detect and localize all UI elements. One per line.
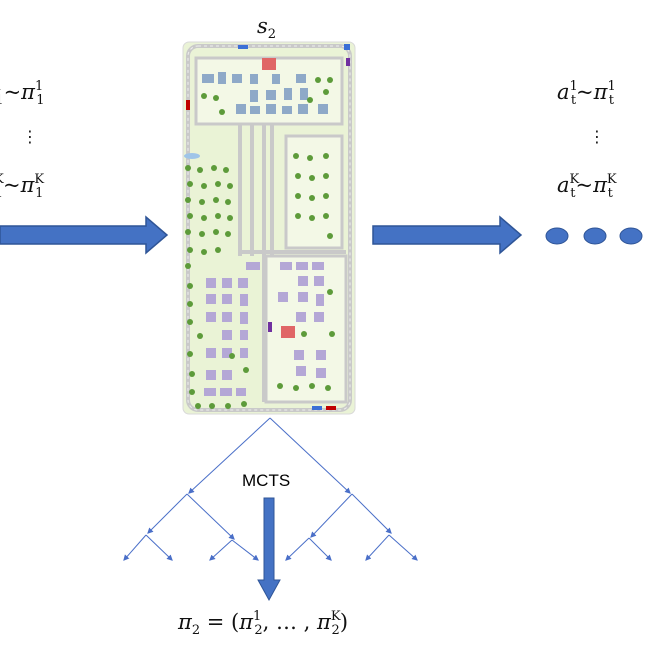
right-last-sup-pi: K xyxy=(606,172,617,187)
left-first-tilde: ~ xyxy=(3,80,22,104)
left-last-sub-pi: 1 xyxy=(35,186,44,201)
forward-arrow-icon xyxy=(0,215,169,255)
left-first-sub-pi: 1 xyxy=(36,93,45,108)
eq-mid: , … , xyxy=(262,610,317,634)
left-first-sup-pi: 1 xyxy=(34,79,44,94)
state-sub: 2 xyxy=(267,27,277,42)
eq-term2-sup: K xyxy=(330,609,341,624)
eq-term1-sup: 1 xyxy=(253,609,262,624)
forward-arrow-icon xyxy=(372,215,523,255)
right-last-sub-pi: t xyxy=(607,186,613,201)
right-last-tilde: ~ xyxy=(575,173,594,197)
ellipsis-dots-icon xyxy=(545,227,643,245)
left-vdots: ⋮ xyxy=(22,127,38,146)
right-first-tilde: ~ xyxy=(576,80,594,104)
right-action-last: aKt~πKt xyxy=(557,172,617,201)
eq-close: ) xyxy=(339,610,349,634)
mcts-label: MCTS xyxy=(242,471,290,490)
eq-equals: = ( xyxy=(200,610,240,634)
eq-lhs-sub: 2 xyxy=(191,623,201,638)
right-first-pi: π xyxy=(593,80,608,104)
left-action-last: K1~πK1 xyxy=(0,172,45,201)
left-first-sup-a: 1 xyxy=(0,79,2,94)
left-first-pi: π xyxy=(21,80,35,104)
right-last-a: a xyxy=(557,173,570,197)
state-label: s2 xyxy=(257,14,276,42)
left-last-tilde: ~ xyxy=(3,173,21,197)
left-last-sub-a: 1 xyxy=(0,186,3,201)
right-first-sup-pi: 1 xyxy=(607,79,616,94)
left-last-sup-a: K xyxy=(0,172,4,187)
right-first-sub-pi: t xyxy=(608,93,614,108)
eq-term1-sub: 2 xyxy=(254,623,263,638)
left-first-sub-a: 1 xyxy=(0,93,4,108)
left-action-first: 11~π11 xyxy=(0,79,45,108)
right-action-first: a1t~π1t xyxy=(557,79,616,108)
right-first-a: a xyxy=(557,80,570,104)
right-last-sub-a: t xyxy=(570,186,576,201)
right-last-pi: π xyxy=(593,173,607,197)
mcts-tree xyxy=(123,417,418,561)
train-map-image xyxy=(182,41,356,415)
down-arrow-icon xyxy=(257,497,281,602)
left-last-sup-pi: K xyxy=(34,172,45,187)
right-vdots: ⋮ xyxy=(589,127,605,146)
state-base: s xyxy=(257,14,268,38)
right-last-sup-a: K xyxy=(569,172,580,187)
eq-lhs: π xyxy=(178,610,192,634)
left-last-pi: π xyxy=(20,173,35,197)
right-first-sub-a: t xyxy=(570,93,577,108)
right-first-sup-a: 1 xyxy=(569,79,578,94)
eq-term1: π xyxy=(239,610,254,634)
eq-term2: π xyxy=(317,610,331,634)
policy-equation: π2 = (π12, … , πK2) xyxy=(178,609,349,638)
eq-term2-sub: 2 xyxy=(331,623,340,638)
